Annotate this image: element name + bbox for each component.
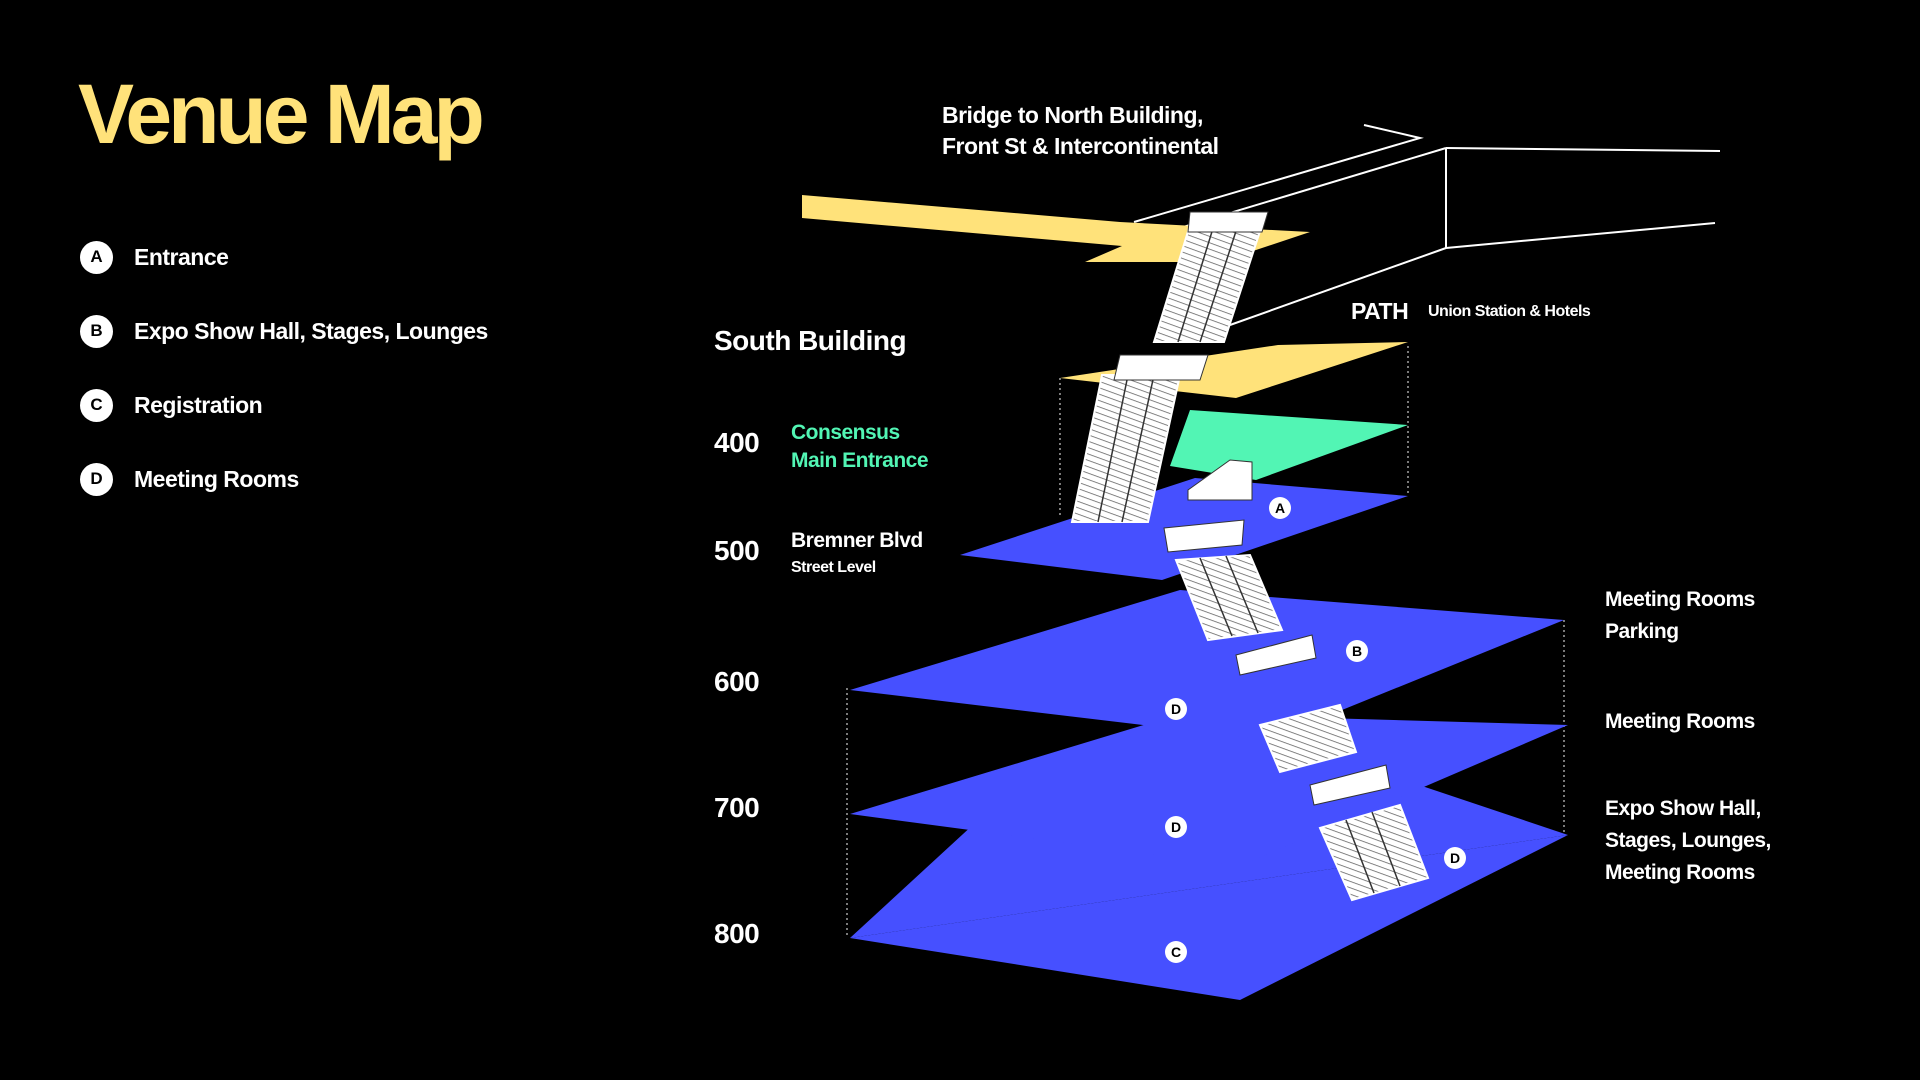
level-600-label: 600 bbox=[714, 666, 760, 697]
escalator-600-700 bbox=[1258, 703, 1391, 806]
marker-d-600: D bbox=[1165, 698, 1187, 720]
legend-badge: B bbox=[80, 314, 113, 348]
legend-label: Entrance bbox=[134, 243, 229, 270]
legend-item-registration: C Registration bbox=[80, 368, 488, 442]
level-700-label: 700 bbox=[714, 792, 760, 823]
level-600-floor bbox=[850, 590, 1564, 740]
svg-text:A: A bbox=[1275, 500, 1285, 516]
south-building-label: South Building bbox=[714, 325, 907, 356]
legend-item-expo: B Expo Show Hall, Stages, Lounges bbox=[80, 294, 488, 368]
legend-label: Registration bbox=[134, 391, 263, 418]
legend: A Entrance B Expo Show Hall, Stages, Lou… bbox=[80, 220, 488, 516]
legend-item-meeting-rooms: D Meeting Rooms bbox=[80, 442, 488, 516]
svg-text:D: D bbox=[1171, 701, 1181, 717]
escalator-upper bbox=[1070, 354, 1209, 523]
legend-badge: D bbox=[80, 462, 113, 496]
bridge-label-line: Front St & Intercontinental bbox=[942, 133, 1219, 160]
svg-text:B: B bbox=[1352, 643, 1362, 659]
right-label-line: Parking bbox=[1605, 620, 1679, 643]
marker-c: C bbox=[1165, 941, 1187, 963]
level-800-label: 800 bbox=[714, 918, 760, 949]
level-400-label: 400 bbox=[714, 427, 760, 458]
right-label-line: Stages, Lounges, bbox=[1605, 829, 1771, 852]
svg-text:C: C bbox=[1171, 944, 1181, 960]
marker-d-800-right: D bbox=[1444, 847, 1466, 869]
path-label: PATH bbox=[1351, 298, 1409, 324]
legend-label: Expo Show Hall, Stages, Lounges bbox=[134, 317, 488, 344]
entrance-stairs bbox=[1187, 459, 1253, 501]
escalator-500-600 bbox=[1163, 519, 1317, 676]
marker-a: A bbox=[1269, 497, 1291, 519]
level-500-label: 500 bbox=[714, 535, 760, 566]
bremner-label: Bremner Blvd bbox=[791, 529, 923, 552]
level-400-entrance-floor bbox=[1170, 410, 1408, 480]
legend-label: Meeting Rooms bbox=[134, 465, 299, 492]
legend-item-entrance: A Entrance bbox=[80, 220, 488, 294]
consensus-line: Main Entrance bbox=[791, 449, 929, 473]
level-700-right-label: Meeting Rooms bbox=[1605, 710, 1755, 733]
consensus-line: Consensus bbox=[791, 421, 900, 444]
consensus-entrance-label: Consensus Main Entrance bbox=[791, 419, 929, 476]
path-sublabel: Union Station & Hotels bbox=[1428, 303, 1591, 320]
page-title: Venue Map bbox=[78, 67, 485, 161]
level-guides bbox=[846, 346, 1565, 938]
escalator-700-800 bbox=[1318, 803, 1430, 902]
legend-badge: C bbox=[80, 388, 113, 422]
bridge-label-line: Bridge to North Building, bbox=[942, 102, 1203, 128]
right-label-line: Expo Show Hall, bbox=[1605, 797, 1761, 820]
marker-d-700: D bbox=[1165, 816, 1187, 838]
level-600-right-label: Meeting Rooms Parking bbox=[1605, 584, 1755, 648]
level-700-floor bbox=[850, 714, 1568, 866]
svg-text:D: D bbox=[1171, 819, 1181, 835]
right-label-line: Meeting Rooms bbox=[1605, 588, 1755, 611]
marker-b: B bbox=[1346, 640, 1368, 662]
svg-text:D: D bbox=[1450, 850, 1460, 866]
bridge-label: Bridge to North Building, Front St & Int… bbox=[942, 100, 1219, 162]
street-level-label: Street Level bbox=[791, 559, 876, 576]
escalator-top bbox=[1152, 211, 1269, 343]
level-800-right-label: Expo Show Hall, Stages, Lounges, Meeting… bbox=[1605, 793, 1771, 889]
legend-badge: A bbox=[80, 240, 113, 274]
right-label-line: Meeting Rooms bbox=[1605, 861, 1755, 884]
